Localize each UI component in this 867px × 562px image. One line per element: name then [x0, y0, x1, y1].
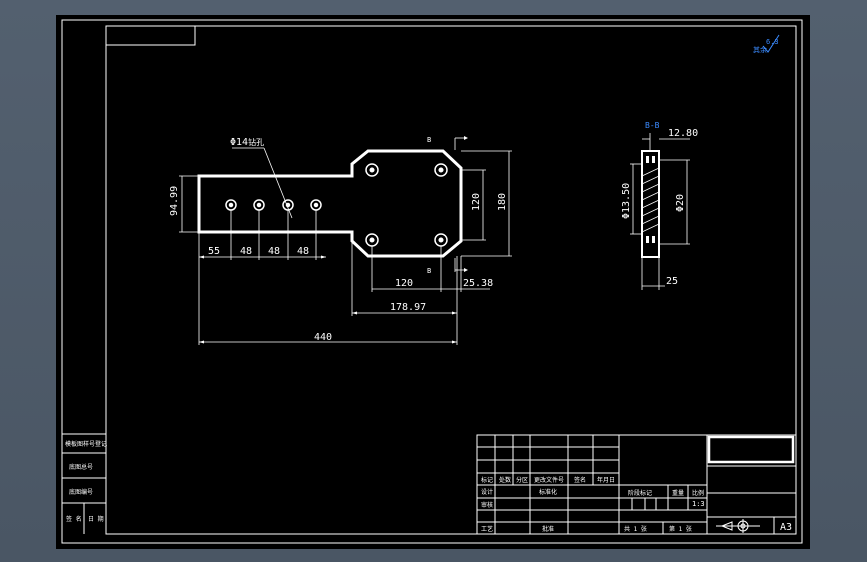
dim-head-length: 178.97	[390, 302, 426, 313]
dim-head-height: 180	[497, 193, 508, 211]
section-view: B-B 12.	[621, 121, 698, 290]
dim-spacing-1: 55	[208, 246, 220, 257]
rev-header-5: 签名	[574, 476, 586, 484]
projection-symbol-icon	[716, 519, 760, 533]
std-label: 标准化	[539, 488, 557, 496]
plate-outline	[197, 149, 463, 258]
inner-border	[105, 25, 797, 535]
dim-spacing-2: 48	[240, 246, 252, 257]
approve-label: 批准	[542, 525, 554, 533]
stage-header-3: 比例	[692, 489, 704, 497]
section-thickness-top: 12.80	[668, 128, 698, 139]
svg-text:其余: 其余	[753, 45, 767, 54]
role-design: 设计	[481, 488, 493, 496]
sheet-no: 第 1 张	[669, 525, 692, 533]
dim-hole-pitch-v: 120	[471, 193, 482, 211]
dim-hole-pitch-h: 120	[395, 278, 413, 289]
sheet-size: A3	[780, 522, 792, 533]
rev-header-3: 分区	[516, 476, 528, 484]
dim-height: 94.99	[169, 186, 180, 216]
dim-spacing-3: 48	[268, 246, 280, 257]
role-review: 审核	[481, 501, 493, 509]
scale-value: 1:3	[692, 500, 705, 508]
rev-header-1: 标记	[481, 476, 493, 484]
section-bore: Φ13.50	[621, 183, 632, 219]
side-label-2: 底图总号	[69, 463, 93, 471]
side-label-3: 底图编号	[69, 488, 93, 496]
title-block	[476, 434, 797, 535]
section-outer: Φ20	[675, 194, 686, 212]
section-hatch	[641, 167, 660, 233]
dimension-arrows	[199, 136, 468, 344]
section-marker-bottom: B	[427, 267, 431, 275]
side-label-1: 模板图样号登记	[65, 440, 107, 448]
section-marker-top: B	[427, 136, 431, 144]
title-name-box	[707, 435, 795, 464]
rev-header-4: 更改文件号	[534, 476, 564, 484]
dimension-lines	[179, 137, 512, 345]
canvas-background	[56, 15, 810, 549]
role-process: 工艺	[481, 525, 493, 533]
dim-spacing-4: 48	[297, 246, 309, 257]
section-thickness: 25	[666, 276, 678, 287]
rev-header-2: 处数	[499, 476, 511, 484]
hole	[434, 163, 448, 177]
stage-header-2: 重量	[672, 489, 684, 497]
side-label-4: 签 名	[66, 515, 82, 523]
svg-text:6.3: 6.3	[766, 38, 779, 46]
dim-overall-length: 440	[314, 332, 332, 343]
section-title: B-B	[645, 121, 660, 130]
rev-header-6: 年月日	[597, 476, 615, 484]
roughness-symbol: 其余 6.3	[753, 34, 780, 54]
side-label-5: 日 期	[88, 515, 104, 523]
outer-border	[61, 19, 803, 544]
corner-box	[105, 25, 196, 46]
side-block	[62, 433, 106, 534]
hole	[365, 163, 379, 177]
sheet-total: 共 1 张	[624, 525, 647, 533]
stage-header-1: 阶段标记	[628, 489, 652, 497]
dim-right-offset: 25.38	[463, 278, 493, 289]
hole-callout: Φ14钻孔	[230, 137, 264, 148]
